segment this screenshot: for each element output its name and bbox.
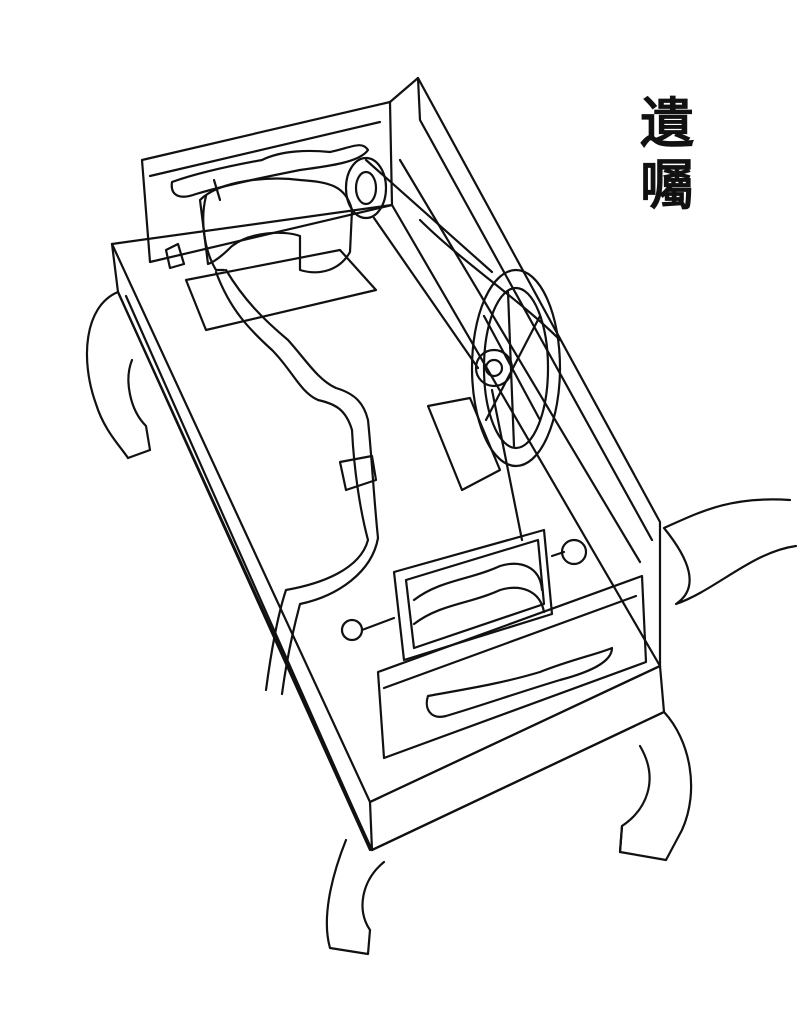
footboard-panel [376,574,648,760]
title-char-1: 遺 [640,91,694,155]
daybed-legs [85,290,693,956]
fabric-strip [214,268,380,696]
treadle [340,388,588,662]
flywheel [364,158,562,492]
title-calligraphy: 遺 囑 [632,92,702,242]
right-side-panel [388,76,662,668]
title-char-2: 囑 [640,153,694,217]
floor-line [662,498,798,606]
headboard-panel [140,100,394,264]
sewing-machine [164,156,388,332]
